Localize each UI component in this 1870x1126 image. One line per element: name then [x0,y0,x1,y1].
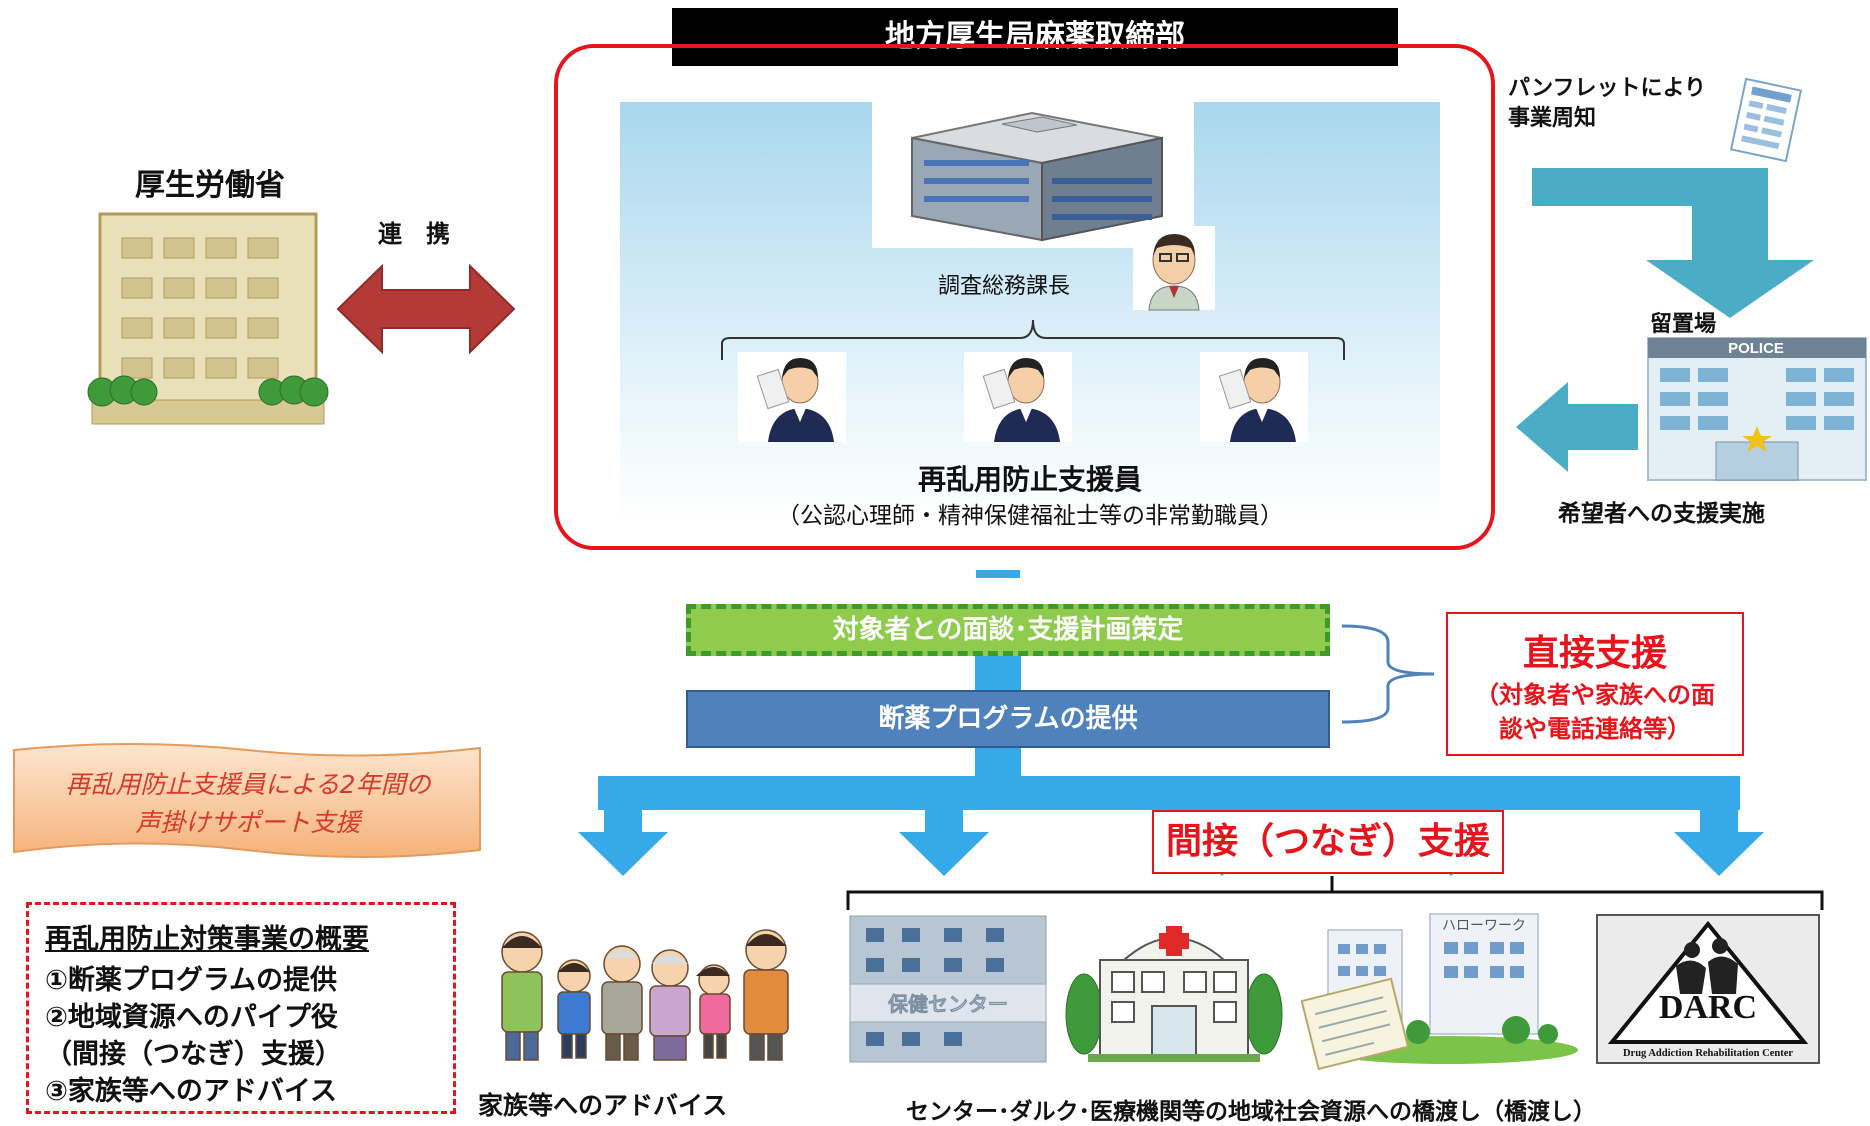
program-step-label: 断薬プログラムの提供 [878,704,1138,734]
staff-title: 再乱用防止支援員 [917,463,1142,496]
family-icon [482,914,812,1064]
overview-item: ③家族等へのアドバイス [45,1076,338,1107]
ministry-building-icon [87,212,329,425]
darc-logo: DARC Drug Addiction Rehabilitation Cente… [1596,914,1820,1064]
direct-support-box: 直接支援 （対象者や家族への面談や電話連絡等） [1446,612,1744,756]
support-banner-shape [13,743,481,858]
overview-title: 再乱用防止対策事業の概要 [45,924,369,955]
bureau-frame [554,44,1495,550]
staff-note: （公認心理師・精神保健福祉士等の非常勤職員） [777,503,1283,529]
staff-icon-3 [1200,352,1308,442]
office-building-icon [872,98,1194,248]
hierarchy-bracket [721,319,1345,360]
health-center-icon: 保健センター [849,915,1047,1063]
indirect-support-box: 間接（つなぎ）支援 [1152,810,1504,874]
overview-item: （間接（つなぎ）支援） [45,1039,342,1070]
support-banner-text: 再乱用防止支援員による2年間の声掛けサポート支援 [65,770,431,837]
overview-item: ①断薬プログラムの提供 [45,965,338,996]
detention-label: 留置場 [1650,312,1717,337]
indirect-support-title: 間接（つなぎ）支援 [1165,821,1490,862]
link-label: 連 携 [378,220,450,248]
direct-support-detail: （対象者や家族への面談や電話連絡等） [1475,681,1715,743]
pamphlet-label: パンフレットにより事業周知 [1508,76,1707,131]
direct-support-bracket [1341,624,1435,724]
hospital-icon [1064,914,1284,1064]
staff-icon-2 [964,352,1072,442]
link-double-arrow [336,263,516,355]
direct-support-title: 直接支援 [1522,633,1667,674]
staff-icon-1 [738,352,846,442]
chief-label: 調査総務課長 [938,274,1071,299]
police-sign: POLICE [1728,340,1784,357]
police-station-icon: POLICE [1647,337,1867,481]
resources-bracket [846,876,1824,910]
connector-dash [976,570,1020,578]
ministry-name: 厚生労働省 [135,168,285,203]
interview-step: 対象者との面談･支援計画策定 [686,604,1330,656]
health-center-sign: 保健センター [887,992,1008,1016]
family-label: 家族等へのアドバイス [478,1091,728,1120]
darc-title: DARC [1659,989,1757,1026]
chief-person-icon [1133,226,1215,311]
darc-fullname: Drug Addiction Rehabilitation Center [1623,1048,1793,1059]
down-arrow-to-detention [1532,168,1814,318]
header-title: 地方厚生局麻薬取締部 [885,19,1185,54]
overview-box: 再乱用防止対策事業の概要 ①断薬プログラムの提供 ②地域資源へのパイプ役 （間接… [26,902,456,1114]
left-arrow-from-detention [1516,382,1638,472]
hello-work-icon: ハローワーク [1298,910,1578,1071]
header-bar: 地方厚生局麻薬取締部 [672,8,1398,66]
program-step: 断薬プログラムの提供 [686,690,1330,748]
interview-step-label: 対象者との面談･支援計画策定 [832,615,1184,645]
bridge-label: センター･ダルク･医療機関等の地域社会資源への橋渡し（橋渡し） [906,1099,1596,1125]
detention-support: 希望者への支援実施 [1558,501,1765,527]
hello-work-sign: ハローワーク [1442,918,1526,934]
pamphlet-icon [1729,77,1803,163]
overview-item: ②地域資源へのパイプ役 [45,1002,338,1033]
